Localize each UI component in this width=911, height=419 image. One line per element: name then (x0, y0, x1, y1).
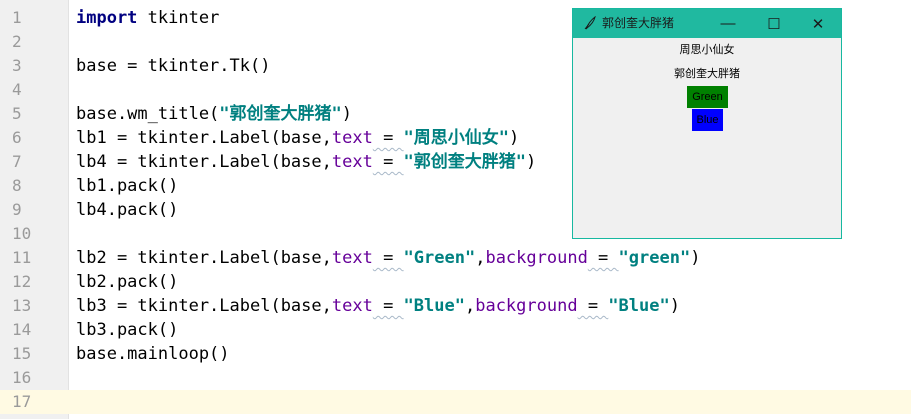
minimize-button[interactable]: — (705, 9, 751, 38)
label-green: Green (687, 86, 728, 108)
maximize-icon: ☐ (767, 15, 781, 33)
kwarg-text: text (331, 248, 373, 268)
code-line-11[interactable]: 11 lb2 = tkinter.Label(base,text = "Gree… (0, 246, 911, 270)
tk-window-title: 郭创奎大胖猪 (602, 16, 675, 30)
code-segment: , (464, 296, 476, 316)
close-button[interactable]: ✕ (795, 9, 841, 38)
line-number: 10 (12, 224, 32, 243)
tk-client-area: 周思小仙女 郭创奎大胖猪 Green Blue (573, 38, 841, 238)
equals-sign: = (577, 296, 609, 316)
code-line-13[interactable]: 13 lb3 = tkinter.Label(base,text = "Blue… (0, 294, 911, 318)
code-line-16[interactable]: 16 (0, 366, 911, 390)
string-literal: "green" (618, 248, 691, 268)
code-segment: lb4 = tkinter.Label(base, (76, 152, 332, 172)
line-number: 7 (12, 152, 22, 171)
code-segment: ) (526, 152, 537, 172)
code-text: lb2 = tkinter.Label(base,text = "Green",… (76, 246, 700, 270)
code-line-6[interactable]: 6 lb1 = tkinter.Label(base,text = "周思小仙女… (0, 126, 911, 150)
code-text: lb1.pack() (76, 176, 179, 196)
code-text: lb2.pack() (76, 272, 179, 292)
equals-sign: = (372, 296, 404, 316)
line-number: 5 (12, 104, 22, 123)
tk-title-bar[interactable]: 郭创奎大胖猪 — ☐ ✕ (573, 9, 841, 38)
kwarg-text: text (331, 152, 373, 172)
code-segment: ) (690, 248, 701, 268)
line-number: 11 (12, 248, 32, 267)
string-literal: "Blue" (403, 296, 465, 316)
code-line-17[interactable]: 17 (0, 390, 911, 414)
line-number: 4 (12, 80, 22, 99)
equals-sign: = (587, 248, 619, 268)
code-line-8[interactable]: 8 lb1.pack() (0, 174, 911, 198)
line-number: 8 (12, 176, 22, 195)
code-segment: tkinter (137, 8, 220, 28)
code-text: lb3.pack() (76, 320, 179, 340)
kwarg-background: background (485, 248, 588, 268)
tk-window[interactable]: 郭创奎大胖猪 — ☐ ✕ 周思小仙女 郭创奎大胖猪 Green Blue (572, 8, 842, 239)
kwarg-background: background (475, 296, 578, 316)
code-segment: lb3 = tkinter.Label(base, (76, 296, 332, 316)
label-blue: Blue (692, 109, 723, 131)
line-number: 13 (12, 296, 32, 315)
line-number: 6 (12, 128, 22, 147)
code-segment: ) (509, 128, 520, 148)
code-line-3[interactable]: 3 base = tkinter.Tk() (0, 54, 911, 78)
label-guochuangkui: 郭创奎大胖猪 (674, 68, 740, 80)
code-text: import tkinter (76, 6, 219, 30)
keyword-import: import (76, 8, 138, 28)
code-text: base = tkinter.Tk() (76, 56, 271, 76)
feather-icon (584, 16, 596, 30)
code-line-4[interactable]: 4 (0, 78, 911, 102)
line-number: 15 (12, 344, 32, 363)
string-literal: "Green" (403, 248, 476, 268)
code-line-5[interactable]: 5 base.wm_title("郭创奎大胖猪") (0, 102, 911, 126)
code-segment: lb1 = tkinter.Label(base, (76, 128, 332, 148)
maximize-button[interactable]: ☐ (751, 9, 797, 38)
code-line-15[interactable]: 15 base.mainloop() (0, 342, 911, 366)
code-line-10[interactable]: 10 (0, 222, 911, 246)
line-number-gutter (0, 0, 69, 419)
code-segment: ) (669, 296, 680, 316)
code-text: lb3 = tkinter.Label(base,text = "Blue",b… (76, 294, 680, 318)
line-number: 12 (12, 272, 32, 291)
code-segment: lb2 = tkinter.Label(base, (76, 248, 332, 268)
line-number: 2 (12, 32, 22, 51)
code-text: lb4.pack() (76, 200, 179, 220)
code-line-9[interactable]: 9 lb4.pack() (0, 198, 911, 222)
string-literal: "郭创奎大胖猪" (219, 104, 342, 124)
code-text: lb4 = tkinter.Label(base,text = "郭创奎大胖猪"… (76, 150, 536, 174)
code-text: base.mainloop() (76, 344, 230, 364)
line-number: 9 (12, 200, 22, 219)
code-line-12[interactable]: 12 lb2.pack() (0, 270, 911, 294)
close-icon: ✕ (811, 15, 825, 33)
minimize-icon: — (720, 15, 736, 32)
kwarg-text: text (331, 128, 373, 148)
equals-sign: = (372, 248, 404, 268)
equals-sign: = (372, 128, 404, 148)
equals-sign: = (372, 152, 404, 172)
label-zhousi: 周思小仙女 (679, 44, 735, 56)
line-number: 16 (12, 368, 32, 387)
line-number: 17 (12, 392, 32, 411)
code-text: lb1 = tkinter.Label(base,text = "周思小仙女") (76, 126, 519, 150)
code-line-14[interactable]: 14 lb3.pack() (0, 318, 911, 342)
line-number: 3 (12, 56, 22, 75)
code-line-2[interactable]: 2 (0, 30, 911, 54)
code-line-7[interactable]: 7 lb4 = tkinter.Label(base,text = "郭创奎大胖… (0, 150, 911, 174)
string-literal: "郭创奎大胖猪" (403, 152, 527, 172)
code-segment: , (475, 248, 486, 268)
line-number: 1 (12, 8, 22, 27)
string-literal: "周思小仙女" (403, 128, 510, 148)
code-text: base.wm_title("郭创奎大胖猪") (76, 102, 352, 126)
code-line-1[interactable]: 1 import tkinter (0, 6, 911, 30)
code-segment: base.wm_title( (76, 104, 220, 124)
kwarg-text: text (331, 296, 373, 316)
code-segment: ) (341, 104, 353, 124)
line-number: 14 (12, 320, 32, 339)
string-literal: "Blue" (608, 296, 670, 316)
